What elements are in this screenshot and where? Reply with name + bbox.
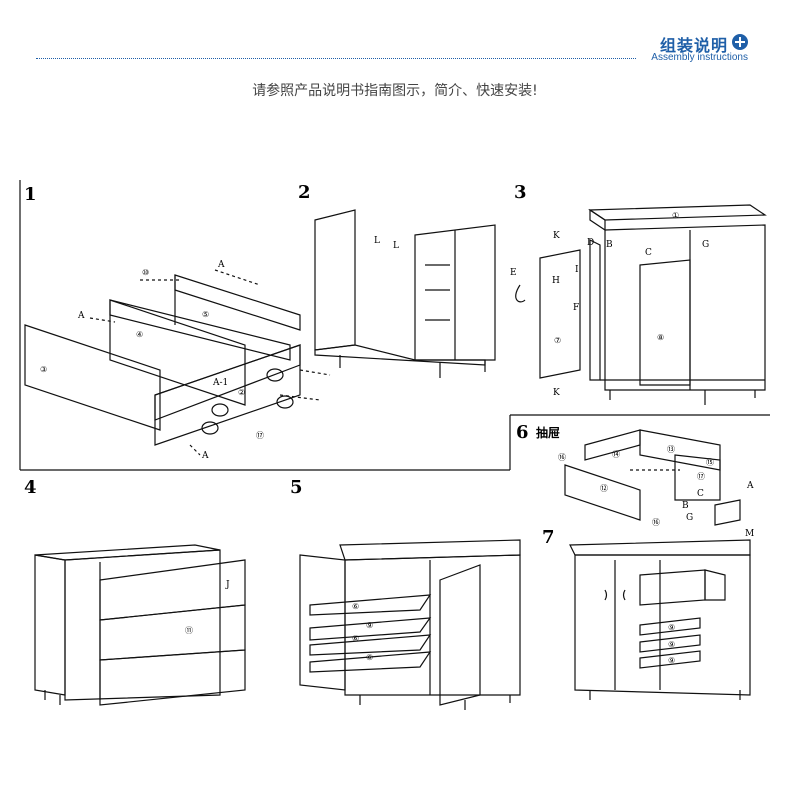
intro-text: 请参照产品说明书指南图示，简介、快速安装! bbox=[252, 83, 538, 99]
step-6-label: 抽屉 bbox=[536, 425, 560, 440]
part-label: ⑰ bbox=[256, 431, 264, 440]
part-label: ⑨ bbox=[668, 623, 675, 632]
step2-drawing bbox=[314, 209, 496, 378]
part-label: K bbox=[553, 388, 560, 398]
part-label: ⑮ bbox=[706, 458, 714, 467]
part-label: ⑥ bbox=[352, 634, 359, 643]
part-label: M bbox=[745, 529, 754, 539]
part-label: F bbox=[573, 303, 579, 313]
part-label: ⑪ bbox=[185, 626, 193, 635]
part-label: J bbox=[225, 580, 230, 590]
part-label: G bbox=[686, 513, 693, 523]
part-label: A-1 bbox=[212, 378, 228, 388]
part-label: C bbox=[645, 248, 652, 258]
part-label: G bbox=[702, 240, 709, 250]
plus-icon bbox=[732, 34, 748, 50]
step-3-number: 3 bbox=[514, 182, 527, 203]
part-label: ⑧ bbox=[657, 333, 664, 342]
part-label: A bbox=[77, 311, 85, 321]
part-label: H bbox=[552, 276, 560, 286]
step-7-number: 7 bbox=[542, 527, 555, 548]
part-label: ⑨ bbox=[366, 621, 373, 630]
header-subtitle: Assembly instructions bbox=[651, 52, 748, 63]
part-label: E bbox=[510, 268, 517, 278]
part-label: B bbox=[682, 501, 689, 511]
part-label: ⑨ bbox=[668, 640, 675, 649]
part-label: A bbox=[217, 260, 225, 270]
part-label: ⑩ bbox=[142, 268, 149, 277]
part-label: ④ bbox=[136, 330, 143, 339]
part-label: ⑤ bbox=[202, 310, 209, 319]
step7-drawing bbox=[569, 539, 751, 700]
part-label: B bbox=[606, 240, 613, 250]
step6-drawing bbox=[564, 429, 741, 526]
part-label: ⑥ bbox=[366, 653, 373, 662]
part-label: ⑫ bbox=[600, 484, 608, 493]
step1-drawing bbox=[24, 269, 331, 456]
step5-drawing bbox=[299, 539, 521, 710]
part-label: ⑨ bbox=[668, 656, 675, 665]
part-label: ⑦ bbox=[554, 336, 561, 345]
part-label: L bbox=[393, 241, 399, 251]
part-label: A bbox=[746, 481, 754, 491]
part-label: ⑯ bbox=[558, 453, 566, 462]
step-6-number: 6 bbox=[516, 422, 529, 443]
step-2-number: 2 bbox=[298, 182, 311, 203]
part-label: L bbox=[374, 236, 380, 246]
part-label: ⑬ bbox=[667, 445, 675, 454]
part-label: ③ bbox=[40, 365, 47, 374]
part-label: K bbox=[553, 231, 560, 241]
part-label: ② bbox=[238, 388, 245, 397]
step4-drawing bbox=[34, 544, 246, 706]
header-title: 组装说明 bbox=[659, 36, 728, 55]
part-label: ⑰ bbox=[697, 472, 705, 481]
step-4-number: 4 bbox=[24, 477, 37, 498]
part-label: I bbox=[575, 265, 579, 275]
dotted-divider bbox=[36, 58, 636, 59]
step-5-number: 5 bbox=[290, 477, 303, 498]
part-label: ⑯ bbox=[652, 518, 660, 527]
part-label: ⑭ bbox=[612, 450, 620, 459]
step-1-number: 1 bbox=[24, 184, 37, 205]
part-label: A bbox=[201, 451, 209, 461]
step3-drawing bbox=[515, 204, 767, 405]
part-label: D bbox=[587, 238, 594, 248]
part-label: ① bbox=[672, 211, 679, 220]
part-label: ⑥ bbox=[352, 602, 359, 611]
part-label: C bbox=[697, 489, 704, 499]
